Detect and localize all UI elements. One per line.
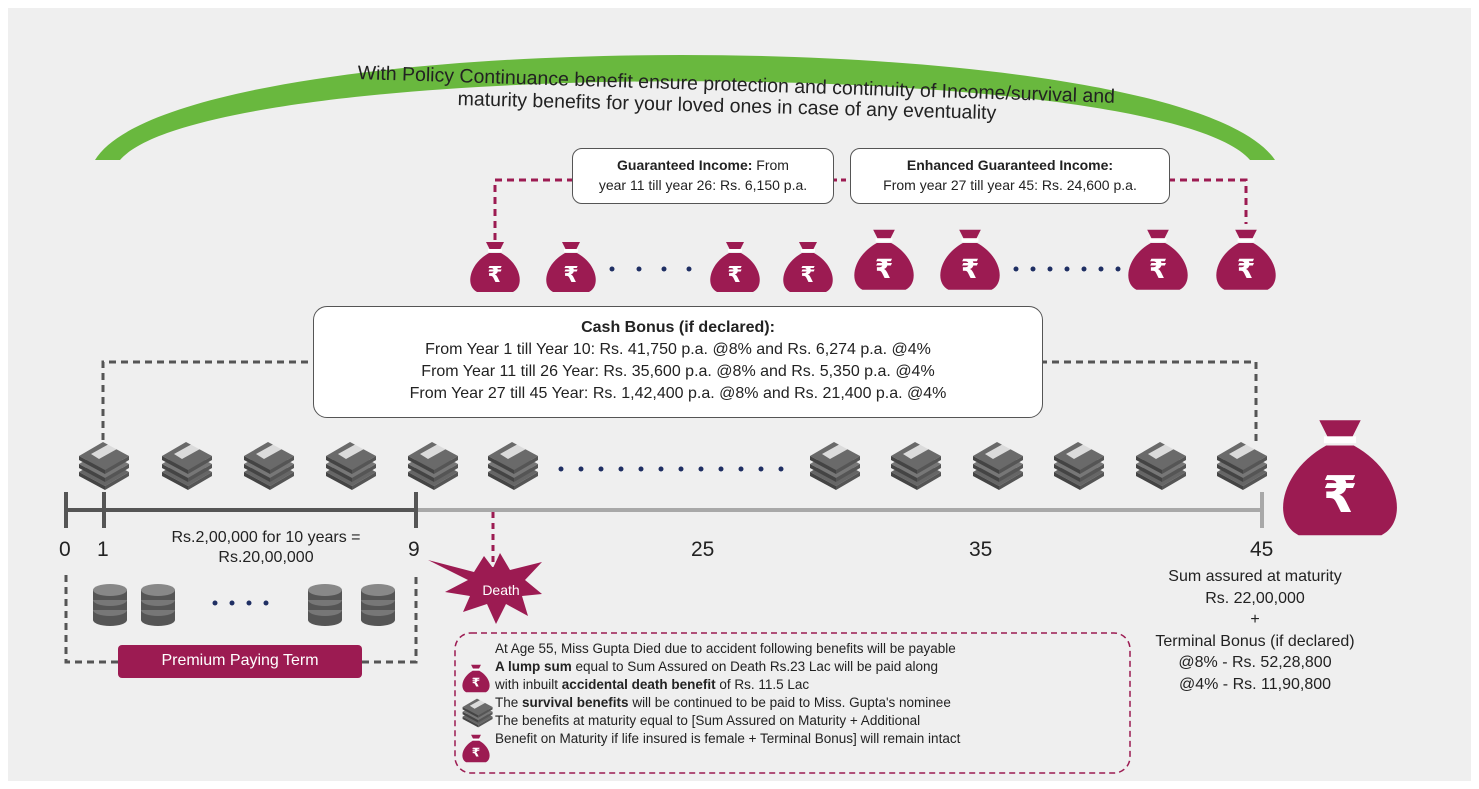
coin-stack-icon <box>141 584 175 626</box>
maturity-line2: Rs. 22,00,000 <box>1205 589 1305 607</box>
lump-sum-bold: A lump sum <box>495 659 572 674</box>
cash-stack-icon <box>408 442 458 490</box>
maturity-plus: + <box>1250 611 1260 628</box>
maturity-line5: @4% - Rs. 11,90,800 <box>1178 675 1332 693</box>
survival-post: will be continued to be paid to Miss. Gu… <box>628 695 951 710</box>
survival-pre: The <box>495 695 523 710</box>
rupee-money-bag-icon <box>462 734 490 763</box>
maturity-money-bag-icon <box>1283 420 1397 536</box>
continuity-arc <box>95 55 1275 160</box>
maturity-line3: Terminal Bonus (if declared) <box>1155 632 1355 650</box>
tick-label-35: 35 <box>969 538 993 561</box>
cash-stack-icon <box>462 698 493 728</box>
premium-amount-text: Rs.2,00,000 for 10 years = Rs.20,00,000 <box>150 528 382 568</box>
coin-ellipsis-dots <box>212 600 269 606</box>
cash-stack-icon <box>162 442 212 490</box>
cash-stack-icon <box>488 442 538 490</box>
premium-connector-right <box>362 575 418 664</box>
premium-paying-term-label: Premium Paying Term <box>161 652 319 669</box>
premium-amount-line1: Rs.2,00,000 for 10 years = <box>171 529 361 546</box>
rupee-money-bag-icon <box>783 242 833 292</box>
rupee-money-bag-icon <box>1216 229 1276 290</box>
maturity-line1: Sum assured at maturity <box>1168 568 1342 585</box>
enhanced-income-box: Enhanced Guaranteed Income: From year 27… <box>850 148 1170 204</box>
accidental-bold: accidental death benefit <box>561 677 716 692</box>
guaranteed-income-title: Guaranteed Income: <box>617 157 753 173</box>
premium-connector-left <box>64 575 118 664</box>
death-benefit-box <box>454 632 1131 774</box>
cash-bonus-title: Cash Bonus (if declared): <box>581 319 775 336</box>
cash-bonus-title-line: Cash Bonus (if declared): <box>314 317 1042 339</box>
cash-bonus-connector-left <box>101 360 318 452</box>
coin-stack-icon <box>361 584 395 626</box>
rupee-money-bag-icon <box>940 229 1000 290</box>
cash-bonus-line: From Year 1 till Year 10: Rs. 41,750 p.a… <box>425 341 931 358</box>
death-benefit-survival-line: The survival benefits will be continued … <box>495 694 960 712</box>
lump-sum-text: equal to Sum Assured on Death Rs.23 Lac … <box>571 659 938 674</box>
death-burst <box>428 553 542 624</box>
cash-stack-icon <box>79 442 129 490</box>
cash-bonus-line: From Year 27 till 45 Year: Rs. 1,42,400 … <box>409 385 947 402</box>
rupee-money-bag-icon <box>854 229 914 290</box>
tick-label-9: 9 <box>408 538 420 561</box>
accidental-pre: with inbuilt <box>495 677 562 692</box>
income-connector-right <box>1168 178 1248 224</box>
maturity-benefit-text: Sum assured at maturity Rs. 22,00,000 + … <box>1150 566 1360 695</box>
cash-stack-icon <box>1054 442 1104 490</box>
death-benefit-details: At Age 55, Miss Gupta Died due to accide… <box>495 640 960 748</box>
cash-stack-icon <box>810 442 860 490</box>
cash-stack-icon <box>973 442 1023 490</box>
guaranteed-income-box: Guaranteed Income: From year 11 till yea… <box>572 148 834 204</box>
enhanced-income-line2: From year 27 till year 45: Rs. 24,600 p.… <box>883 177 1137 193</box>
cash-stack-icon <box>1217 442 1267 490</box>
maturity-line4: @8% - Rs. 52,28,800 <box>1178 654 1332 671</box>
coin-stack-icon <box>308 584 342 626</box>
cash-stack-icon <box>1136 442 1186 490</box>
rupee-money-bag-icon <box>710 242 760 292</box>
income-connector-left <box>493 178 572 240</box>
rupee-money-bag-icon <box>1128 229 1188 290</box>
tick-label-45: 45 <box>1250 538 1274 561</box>
death-benefit-maturity-line1: The benefits at maturity equal to [Sum A… <box>495 713 921 728</box>
cash-bonus-box: Cash Bonus (if declared): From Year 1 ti… <box>313 306 1043 418</box>
death-intro: At Age 55, Miss Gupta Died due to accide… <box>495 641 956 656</box>
guaranteed-income-line2: year 11 till year 26: Rs. 6,150 p.a. <box>598 177 808 193</box>
premium-paying-term-badge <box>118 645 362 678</box>
cash-stack-icon <box>891 442 941 490</box>
guaranteed-income-line1: Guaranteed Income: From <box>573 155 833 175</box>
enhanced-income-title: Enhanced Guaranteed Income: <box>906 157 1114 173</box>
rupee-money-bag-icon <box>470 242 520 292</box>
rupee-money-bag-icon <box>546 242 596 292</box>
cash-stack-icon <box>326 442 376 490</box>
cash-bonus-connector-right <box>1040 360 1258 442</box>
survival-bold: survival benefits <box>522 695 629 710</box>
guaranteed-income-from: From <box>752 157 789 173</box>
cash-stack-icon <box>244 442 294 490</box>
tick-label-0: 0 <box>59 538 71 561</box>
death-benefit-lump-sum-line2: with inbuilt accidental death benefit of… <box>495 676 960 694</box>
death-label: Death <box>482 582 520 598</box>
tick-label-1: 1 <box>97 538 109 561</box>
enhanced-income-line1: Enhanced Guaranteed Income: <box>851 155 1169 175</box>
cash-bonus-line: From Year 11 till 26 Year: Rs. 35,600 p.… <box>421 363 935 380</box>
accidental-post: of Rs. 11.5 Lac <box>715 677 810 692</box>
cash-ellipsis-dots <box>558 466 784 472</box>
bag-ellipsis-dots <box>609 266 1121 272</box>
premium-amount-line2: Rs.20,00,000 <box>218 549 314 566</box>
coin-stack-icon <box>93 584 127 626</box>
death-benefit-lump-sum-line1: A lump sum equal to Sum Assured on Death… <box>495 658 960 676</box>
death-benefit-maturity-line2: Benefit on Maturity if life insured is f… <box>495 731 961 746</box>
rupee-money-bag-icon <box>462 664 490 693</box>
tick-label-25: 25 <box>691 538 715 561</box>
